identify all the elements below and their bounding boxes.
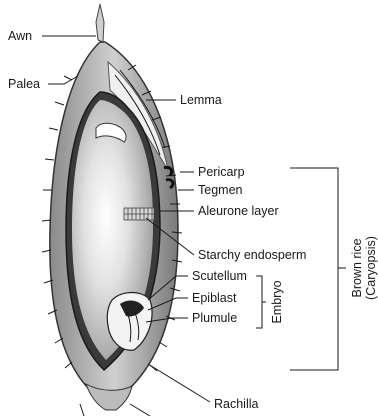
label-plumule: Plumule bbox=[192, 311, 237, 325]
label-palea: Palea bbox=[8, 77, 40, 91]
label-aleurone: Aleurone layer bbox=[198, 204, 279, 218]
label-awn: Awn bbox=[8, 29, 32, 43]
label-pericarp: Pericarp bbox=[198, 165, 245, 179]
label-tegmen: Tegmen bbox=[198, 183, 243, 197]
label-epiblast: Epiblast bbox=[192, 291, 237, 305]
brown-rice-bracket bbox=[290, 168, 346, 370]
label-lemma: Lemma bbox=[180, 93, 222, 107]
label-scutellum: Scutellum bbox=[192, 269, 247, 283]
embryo-bracket bbox=[256, 276, 266, 328]
label-caryopsis: (Caryopsis) bbox=[364, 236, 378, 300]
label-brown-rice: Brown rice bbox=[350, 238, 364, 297]
label-rachilla: Rachilla bbox=[214, 397, 259, 411]
label-starchy: Starchy endosperm bbox=[198, 248, 306, 262]
rachilla-leader bbox=[148, 364, 210, 402]
awn-shape bbox=[96, 4, 104, 42]
label-embryo: Embryo bbox=[270, 280, 284, 323]
aleurone-band bbox=[124, 208, 154, 220]
